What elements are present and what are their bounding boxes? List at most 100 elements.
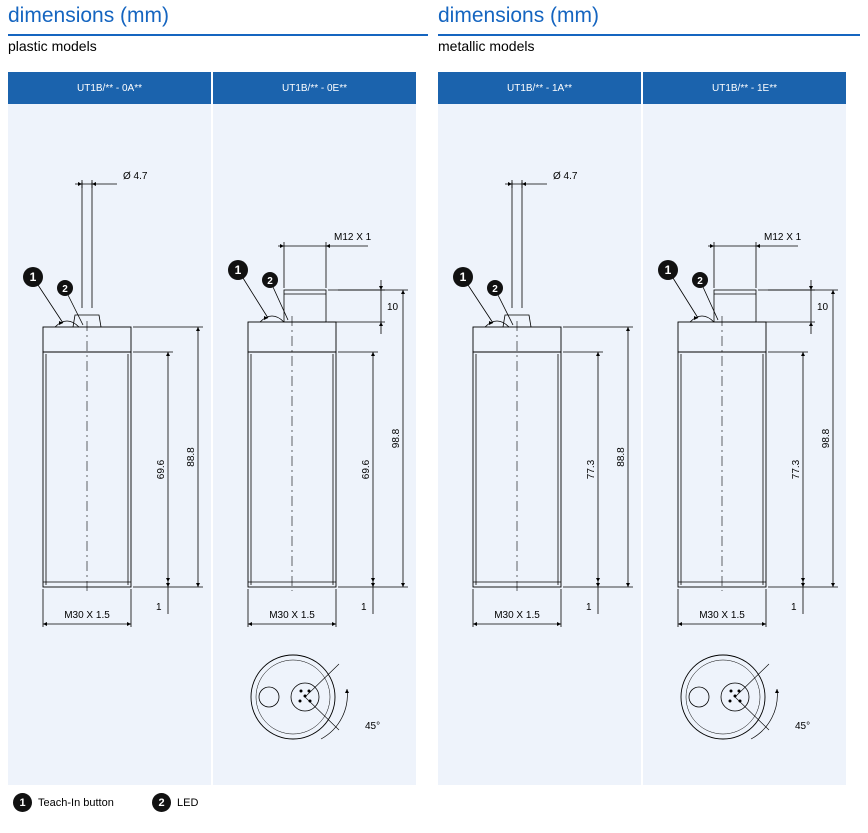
connector-pin (729, 689, 733, 693)
teach-in-button-top (688, 686, 710, 708)
dimension-arrow (596, 352, 600, 356)
dimension-arrow (678, 622, 682, 626)
angle-label: 45° (365, 721, 380, 732)
total-length-label: 98.8 (821, 428, 832, 448)
marker-1-arrowhead (489, 321, 493, 325)
dimension-arrow (626, 583, 630, 587)
dimension-arrow (756, 244, 760, 248)
dimension-arrow (473, 622, 477, 626)
section-subtitle-metallic: metallic models (438, 38, 535, 54)
angle-arc (750, 688, 778, 740)
marker-1-leader (37, 284, 64, 324)
marker-1-icon-circle (228, 260, 248, 280)
angle-line (734, 663, 770, 698)
angle-arrow (775, 689, 779, 693)
connector-pin (298, 699, 302, 703)
marker-2-icon: 2 (152, 793, 171, 812)
marker-2-icon-circle (57, 280, 73, 296)
dimension-arrow (166, 352, 170, 356)
dimension-arrow (710, 244, 714, 248)
marker-2-icon: 2 (57, 280, 73, 296)
dimension-arrow (127, 622, 131, 626)
angle-arc (320, 688, 348, 740)
dimension-arrow (831, 583, 835, 587)
connector-length-label: 10 (387, 302, 399, 313)
dimension-arrow (196, 327, 200, 331)
panel-header-1E: UT1B/** - 1E** (643, 72, 846, 104)
section-title-metallic: dimensions (mm) (438, 4, 600, 27)
dimension-arrow (326, 244, 330, 248)
connector-top (720, 682, 750, 712)
inner-length-label: 69.6 (156, 459, 167, 479)
top-view-inner (685, 659, 761, 735)
thread-label: M30 X 1.5 (64, 610, 110, 621)
legend-label-teach-in: Teach-In button (38, 796, 114, 809)
connector-pin (299, 689, 303, 693)
diameter-label: Ø 4.7 (553, 171, 578, 182)
panel-header-0E: UT1B/** - 0E** (213, 72, 416, 104)
dimension-arrow (196, 583, 200, 587)
marker-2-icon-number: 2 (697, 276, 703, 287)
dimension-arrow (801, 578, 805, 582)
connector-top (290, 682, 320, 712)
teach-in-button-outline (54, 320, 80, 328)
marker-2-icon: 2 (692, 272, 708, 288)
total-length-label: 88.8 (616, 447, 627, 467)
section-title-plastic: dimensions (mm) (8, 4, 170, 27)
dimension-arrow (166, 578, 170, 582)
legend-label-led: LED (177, 796, 199, 809)
dimension-arrow (332, 622, 336, 626)
dimension-arrow (371, 352, 375, 356)
marker-2-icon: 2 (262, 272, 278, 288)
inner-length-label: 77.3 (791, 459, 802, 479)
dimension-arrow (762, 622, 766, 626)
dimension-arrow (508, 182, 512, 186)
marker-1-arrowhead (264, 316, 268, 320)
dimension-arrow (831, 290, 835, 294)
connector-pin (308, 699, 312, 703)
angle-line (304, 696, 340, 731)
dimension-arrow (92, 182, 96, 186)
inner-length-label: 69.6 (361, 459, 372, 479)
marker-1-icon-number: 1 (235, 263, 242, 277)
thread-label: M30 X 1.5 (699, 610, 745, 621)
teach-in-button-outline (484, 320, 510, 328)
marker-2-leader (67, 294, 84, 326)
teach-in-button-outline (689, 315, 715, 323)
dimension-arrow (401, 290, 405, 294)
dimension-arrow (522, 182, 526, 186)
marker-1-icon-number: 1 (460, 270, 467, 284)
section-rule-plastic (8, 34, 428, 36)
dimension-arrow (801, 352, 805, 356)
dimension-arrow (809, 286, 813, 290)
marker-1-icon-circle (453, 267, 473, 287)
marker-1-icon-number: 1 (665, 263, 672, 277)
marker-1-arrowhead (694, 316, 698, 320)
inner-length-label: 77.3 (586, 459, 597, 479)
connector-pin (738, 699, 742, 703)
cable-gland (72, 314, 102, 328)
marker-2-leader (272, 286, 289, 321)
dimension-arrow (401, 583, 405, 587)
cable-gland (502, 314, 532, 328)
marker-1-icon: 1 (228, 260, 248, 280)
marker-1-icon-number: 1 (30, 270, 37, 284)
dimension-arrow (596, 578, 600, 582)
dimension-arrow (280, 244, 284, 248)
panel-header-1A: UT1B/** - 1A** (438, 72, 641, 104)
diameter-label: Ø 4.7 (123, 171, 148, 182)
panel-header-0A: UT1B/** - 0A** (8, 72, 211, 104)
thread-label: M30 X 1.5 (269, 610, 315, 621)
thread-end-label: 1 (361, 602, 367, 613)
dimension-arrow (43, 622, 47, 626)
marker-2-icon-circle (487, 280, 503, 296)
thread-end-label: 1 (586, 602, 592, 613)
marker-2-icon-number: 2 (62, 284, 68, 295)
m12-connector (283, 289, 327, 323)
